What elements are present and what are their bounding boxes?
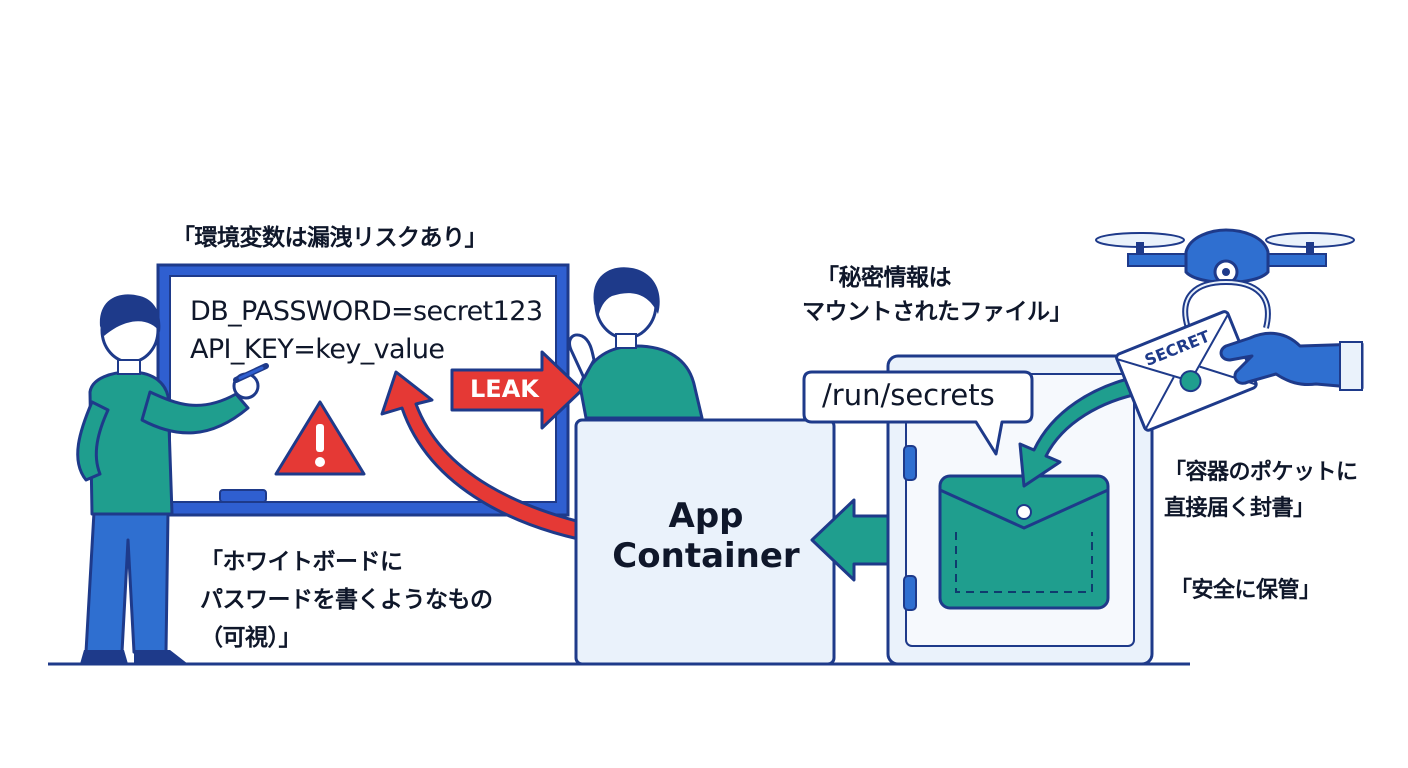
whiteboard-line-db-password: DB_PASSWORD=secret123 [190, 296, 543, 327]
whiteboard-line-api-key: API_KEY=key_value [190, 334, 445, 365]
pocket-caption-1: 「容器のポケットに [1164, 460, 1358, 485]
app-container-label-1: App [668, 496, 744, 536]
mount-path-bubble [802, 370, 1034, 456]
person-presenter [76, 294, 260, 664]
env-risk-caption: 「環境変数は漏洩リスクあり」 [172, 225, 488, 251]
safe-hinge-top [903, 445, 917, 481]
safe-hinge-bottom [903, 575, 917, 611]
pocket-caption-2: 直接届く封書」 [1164, 496, 1315, 521]
whiteboard-caption-3: （可視）」 [200, 625, 302, 651]
drone-icon [1095, 228, 1355, 329]
glove-hand-icon [1219, 331, 1364, 391]
mount-path-label: /run/secrets [822, 378, 995, 412]
pen-icon [233, 363, 269, 383]
leak-arrow [450, 350, 584, 430]
app-container-label-2: Container [612, 536, 800, 576]
secret-file-caption-1: 「秘密情報は [816, 265, 952, 291]
person-observer [568, 267, 704, 420]
marker-tray [219, 489, 267, 503]
secret-pocket [938, 474, 1110, 610]
whiteboard-caption-2: パスワードを書くようなもの [200, 587, 493, 613]
safe-storage-caption: 「安全に保管」 [1170, 578, 1321, 603]
secret-file-caption-2: マウントされたファイル」 [802, 299, 1073, 325]
warning-icon [274, 400, 366, 476]
whiteboard-caption-1: 「ホワイトボードに [200, 549, 403, 575]
leak-label: LEAK [470, 375, 539, 403]
envelope-icon: SECRET [1115, 310, 1258, 432]
whiteboard [156, 263, 570, 517]
